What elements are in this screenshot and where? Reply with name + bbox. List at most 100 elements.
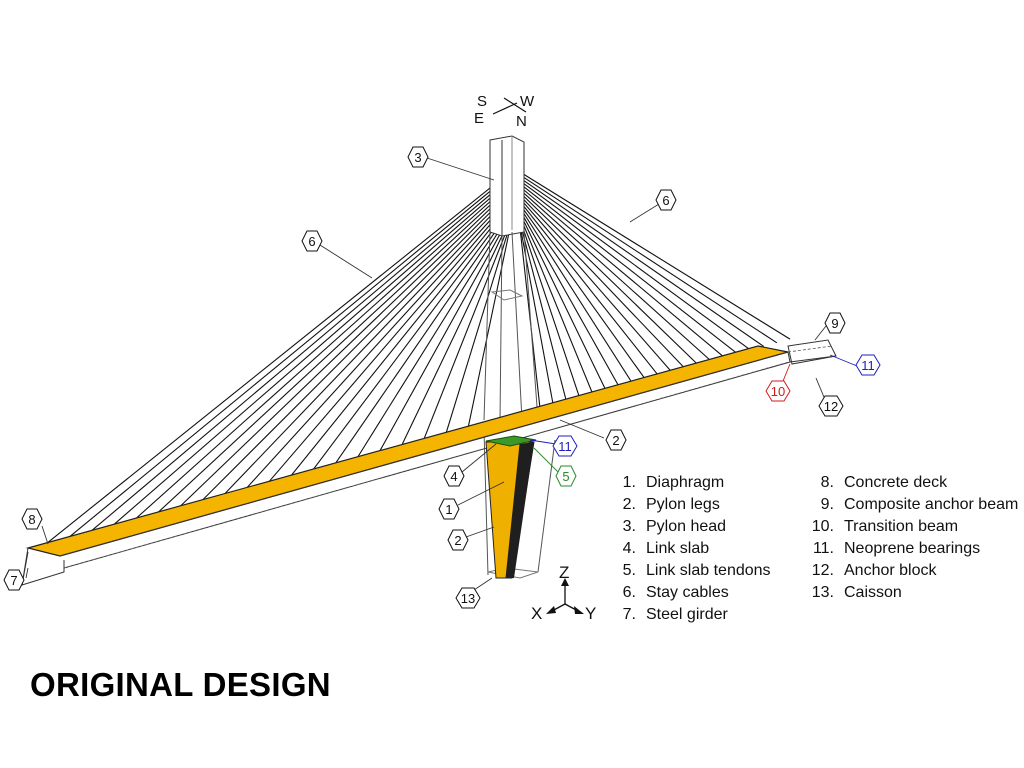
- stay-cable: [519, 192, 699, 366]
- callout-hexagon: [443, 465, 465, 487]
- legend-label: Pylon legs: [646, 496, 720, 513]
- pylon-leg-line: [483, 231, 491, 421]
- pylon-leg-line: [511, 231, 523, 421]
- legend-item: 3. Pylon head: [608, 516, 771, 538]
- steel-girder: [59, 351, 791, 569]
- callout-hexagon: [555, 465, 577, 487]
- stay-cable: [519, 171, 791, 340]
- callout-label: 4: [450, 469, 457, 484]
- legend-label: Anchor block: [844, 562, 937, 579]
- callout-label: 7: [10, 573, 17, 588]
- stay-cable: [519, 213, 607, 391]
- axis-triad: Z X Y: [531, 563, 596, 623]
- callout-hexagon: [552, 435, 578, 457]
- callout-hexagon: [818, 395, 844, 417]
- stay-cable: [244, 198, 511, 491]
- page-title: ORIGINAL DESIGN: [30, 666, 331, 703]
- legend-item: 6.Stay cables: [608, 582, 771, 604]
- legend-number: 5.: [622, 562, 636, 579]
- legend-label: Link slab tendons: [646, 562, 771, 579]
- callout-label: 10: [771, 384, 785, 399]
- legend-label: Neoprene bearings: [844, 540, 981, 557]
- stay-cable: [88, 177, 511, 534]
- legend-number: 1.: [622, 474, 636, 491]
- pylon-box: [490, 289, 524, 301]
- callout-hexagon: [855, 354, 881, 376]
- legend-item: 5. Link slab tendons: [608, 560, 771, 582]
- axis-x: X: [531, 604, 542, 623]
- callout-label: 5: [562, 469, 569, 484]
- callout-c8: 8: [21, 508, 43, 530]
- stay-cable: [400, 218, 511, 448]
- stay-cable: [519, 186, 725, 358]
- callout-label: 3: [414, 150, 421, 165]
- callout-c3: 3: [407, 146, 429, 168]
- link-slab: [485, 435, 537, 447]
- stay-cable: [519, 183, 738, 355]
- callout-label: 8: [28, 512, 35, 527]
- compass: S W E N: [474, 93, 535, 130]
- legend-label: Transition beam: [844, 518, 959, 535]
- stay-cable: [222, 195, 511, 497]
- legend-number: 13.: [811, 584, 834, 601]
- legend-number: 11.: [812, 540, 834, 557]
- callout-hexagon: [447, 529, 469, 551]
- legend-item: 13. Caisson: [790, 582, 1018, 604]
- callout-label: 12: [824, 399, 838, 414]
- callout-label: 2: [454, 533, 461, 548]
- legend-item: 10.Transition beam: [790, 516, 1018, 538]
- callout-label: 1: [445, 502, 452, 517]
- stay-cable: [43, 171, 511, 547]
- stay-cable: [519, 204, 646, 380]
- legend-item: 9.Composite anchor beam: [790, 494, 1019, 516]
- callout-label: 6: [308, 234, 315, 249]
- axis-y: Y: [585, 604, 596, 623]
- stay-cable: [132, 183, 511, 522]
- callout-label: 11: [558, 439, 572, 454]
- callout-c11a: 11: [855, 354, 881, 376]
- stay-cable: [155, 186, 511, 516]
- legend-label: Pylon head: [646, 518, 727, 535]
- stay-cable: [177, 189, 511, 509]
- stay-cable: [519, 189, 712, 362]
- compass-e: E: [474, 110, 484, 127]
- callout-label: 9: [831, 316, 838, 331]
- callout-hexagon: [438, 498, 460, 520]
- legend-label: Diaphragm: [646, 474, 725, 491]
- callout-hexagon: [301, 230, 323, 252]
- stay-cable: [519, 218, 580, 398]
- stay-cable: [519, 177, 764, 347]
- stay-cable: [519, 198, 672, 373]
- stay-cable: [199, 192, 511, 503]
- leader-lines: [25, 157, 858, 591]
- callout-c4: 4: [443, 465, 465, 487]
- callout-hexagon: [655, 189, 677, 211]
- compass-n: N: [516, 113, 527, 130]
- stay-cable: [445, 224, 511, 435]
- stay-cable: [110, 180, 511, 528]
- callout-c11b: 11: [552, 435, 578, 457]
- callout-label: 6: [662, 193, 669, 208]
- pylon-leg-line: [523, 231, 539, 421]
- compass-w: W: [520, 93, 535, 110]
- callout-label: 11: [861, 358, 875, 373]
- callout-hexagon: [455, 587, 481, 609]
- stay-cable: [519, 201, 659, 376]
- legend-number: 4.: [622, 540, 636, 557]
- stay-cable: [519, 195, 686, 369]
- callout-hexagon: [824, 312, 846, 334]
- legend-number: 2.: [622, 496, 636, 513]
- legend-label: Caisson: [844, 584, 902, 601]
- legend-number: 7.: [622, 606, 636, 623]
- callout-hexagon: [21, 508, 43, 530]
- compass-s: S: [477, 93, 487, 110]
- legend-item: 4.Link slab: [608, 538, 771, 560]
- callout-c6b: 6: [655, 189, 677, 211]
- stay-cable: [266, 201, 511, 485]
- callout-hexagon: [3, 569, 25, 591]
- legend-label: Concrete deck: [844, 474, 948, 491]
- stay-cable: [65, 174, 511, 540]
- axis-z: Z: [559, 563, 569, 582]
- legend-number: 3.: [622, 518, 636, 535]
